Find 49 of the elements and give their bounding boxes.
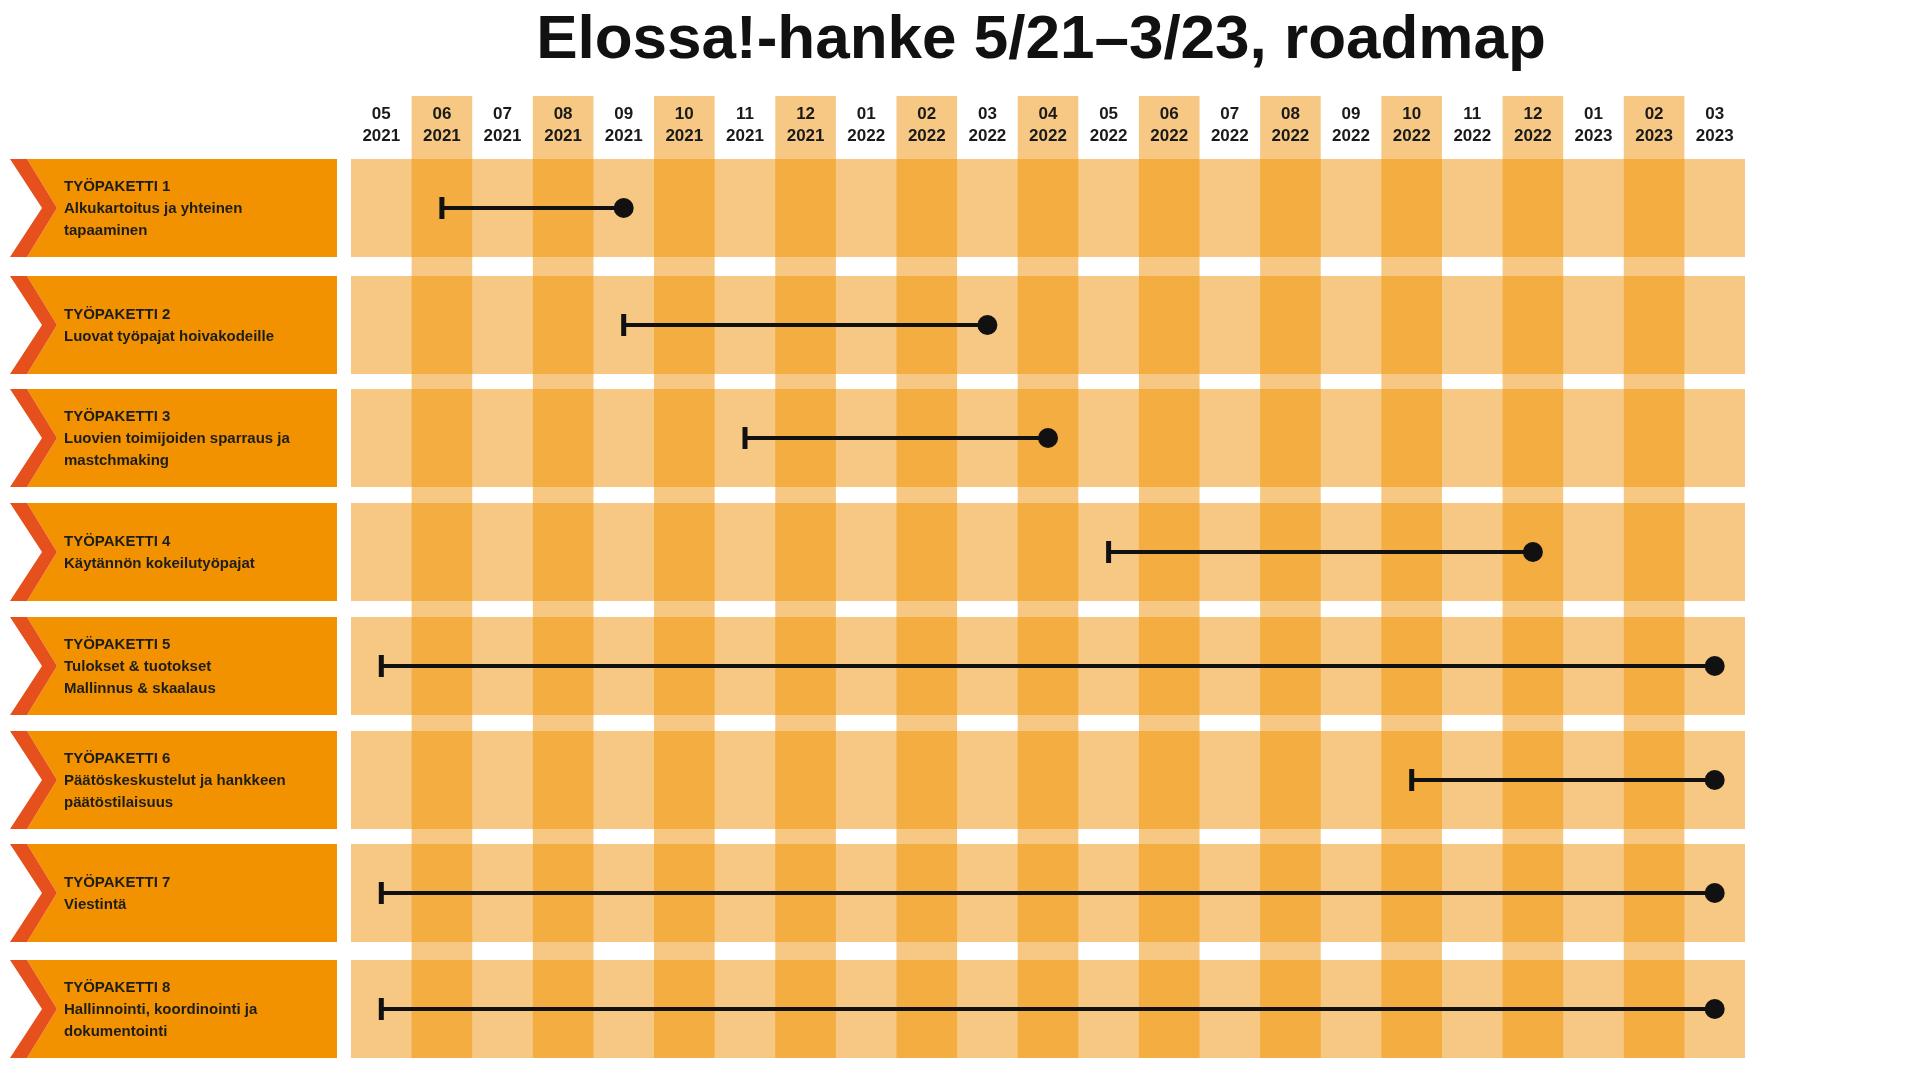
package-title: Hallinnointi, koordinointi ja dokumentointi <box>64 999 259 1041</box>
chevron-banner <box>10 617 337 715</box>
package-title: Luovat työpajat hoivakodeille <box>64 326 275 346</box>
package-heading: TYÖPAKETTI 3 <box>64 406 171 426</box>
month-label: 08 2021 <box>543 103 583 147</box>
month-label: 08 2022 <box>1270 103 1311 147</box>
month-label: 11 2021 <box>725 103 765 147</box>
package-title: Alkukartoitus ja yhteinen tapaaminen <box>64 198 244 240</box>
chevron-banner <box>10 159 337 257</box>
chevron-banner <box>10 731 337 829</box>
package-heading: TYÖPAKETTI 8 <box>64 977 171 997</box>
month-label: 12 2021 <box>785 103 826 147</box>
package-heading: TYÖPAKETTI 7 <box>64 872 171 892</box>
chart-title: Elossa!-hanke 5/21–3/23, roadmap <box>536 1 1546 73</box>
month-label: 05 2021 <box>361 103 402 147</box>
package-heading: TYÖPAKETTI 4 <box>64 531 171 551</box>
chevron-banner <box>10 960 337 1058</box>
month-label: 10 2022 <box>1391 103 1432 147</box>
package-title: Käytännön kokeilutyöpajat <box>64 553 255 573</box>
month-label: 04 2022 <box>1028 103 1068 147</box>
package-heading: TYÖPAKETTI 1 <box>64 176 171 196</box>
month-label: 10 2021 <box>664 103 705 147</box>
month-label: 03 2022 <box>967 103 1008 147</box>
package-heading: TYÖPAKETTI 5 <box>64 634 171 654</box>
month-label: 07 2022 <box>1209 103 1250 147</box>
package-heading: TYÖPAKETTI 6 <box>64 748 171 768</box>
package-title: Mallinnus & skaalaus <box>64 678 216 698</box>
month-label: 01 2023 <box>1573 103 1614 147</box>
chevron-banner <box>10 503 337 601</box>
package-title: Luovien toimijoiden sparraus ja mastchmaking <box>64 428 291 470</box>
month-label: 02 2022 <box>906 103 947 147</box>
chevron-banner <box>10 844 337 942</box>
month-label: 09 2022 <box>1331 103 1371 147</box>
month-label: 06 2021 <box>421 103 462 147</box>
month-label: 09 2021 <box>603 103 644 147</box>
package-heading: TYÖPAKETTI 2 <box>64 304 171 324</box>
package-title: Viestintä <box>64 894 127 914</box>
chevron-banner <box>10 389 337 487</box>
month-label: 07 2021 <box>482 103 523 147</box>
month-label: 12 2022 <box>1512 103 1553 147</box>
month-label: 05 2022 <box>1088 103 1129 147</box>
package-title: Tulokset & tuotokset <box>64 656 212 676</box>
month-label: 06 2022 <box>1149 103 1190 147</box>
month-label: 01 2022 <box>846 103 887 147</box>
month-label: 11 2022 <box>1452 103 1493 147</box>
chevron-banner <box>10 276 337 374</box>
package-title: Päätöskeskustelut ja hankkeen päätöstilaisuus <box>64 770 287 812</box>
month-label: 03 2023 <box>1694 103 1735 147</box>
month-label: 02 2023 <box>1634 103 1674 147</box>
